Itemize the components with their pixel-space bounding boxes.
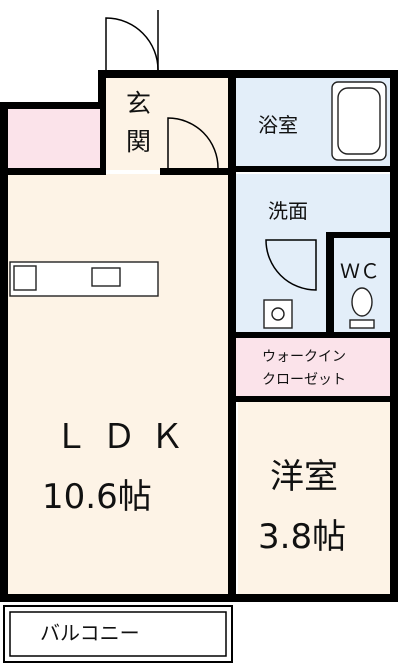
inner-door-swing: [167, 117, 219, 169]
door-frame: [106, 10, 160, 70]
entrance-door-swing: [105, 17, 159, 71]
kitchen-stove: [13, 265, 37, 291]
walkin-closet-label: クローゼット: [262, 372, 346, 388]
wall: [0, 102, 104, 109]
wall: [0, 102, 8, 602]
wall: [0, 594, 398, 602]
wall: [160, 168, 236, 175]
entrance-label: 玄: [126, 89, 151, 118]
washroom-door-swing: [265, 239, 317, 291]
balcony-railing: [9, 611, 227, 657]
toilet-bowl: [351, 287, 373, 317]
wall: [236, 332, 398, 338]
ldk-name: ＬＤＫ: [54, 417, 198, 457]
wall: [326, 232, 398, 238]
ldk-area: [8, 174, 234, 594]
western-room-size: 3.8帖: [258, 517, 346, 557]
wall: [0, 168, 106, 175]
washroom-label: 洗面: [268, 199, 308, 223]
wall: [326, 232, 334, 336]
wall: [98, 70, 398, 78]
wall: [98, 70, 106, 108]
walkin-closet-area: [236, 338, 390, 398]
bath-label: 浴室: [258, 113, 298, 137]
wash-basin-bowl: [271, 307, 285, 321]
balcony-label: バルコニー: [40, 621, 140, 645]
bathtub-inner: [337, 87, 381, 155]
ldk-size: 10.6帖: [42, 477, 152, 517]
entrance-label: 関: [126, 127, 151, 156]
wall: [100, 108, 106, 174]
western-room-name: 洋室: [270, 457, 338, 497]
wall: [236, 166, 398, 172]
walkin-closet-label: ウォークイン: [262, 349, 346, 365]
balcony-area: [3, 605, 233, 663]
wc-area: [332, 238, 390, 334]
wc-label: ＷＣ: [340, 259, 380, 283]
wall: [228, 70, 236, 602]
wall: [236, 396, 398, 402]
toilet-tank: [349, 319, 375, 329]
kitchen-sink: [91, 267, 121, 287]
storage-area: [8, 108, 104, 170]
western-room-area: [238, 402, 390, 594]
